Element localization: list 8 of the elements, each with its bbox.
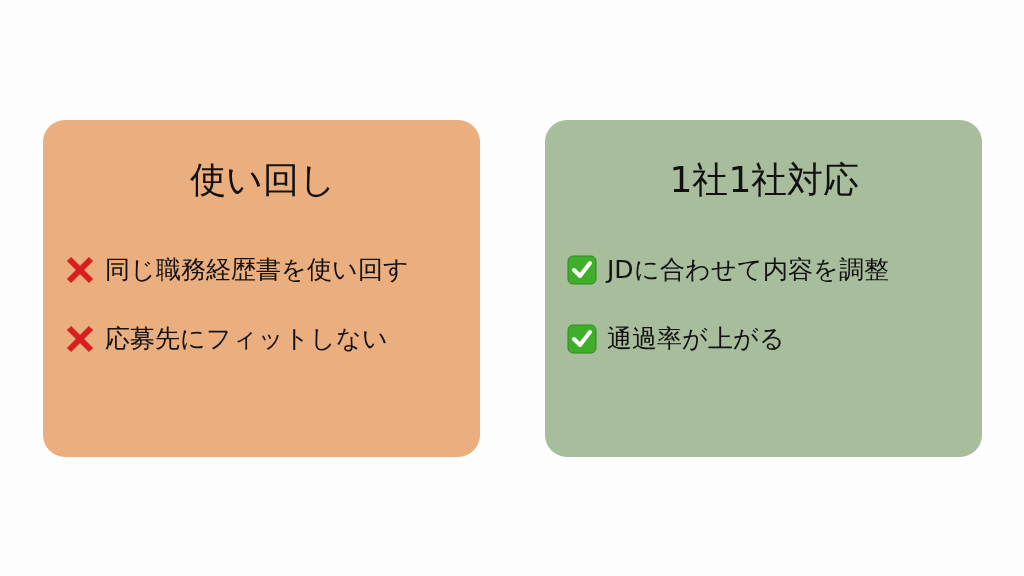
list-item-text: 応募先にフィットしない xyxy=(105,323,388,355)
card-heading: 使い回し xyxy=(188,158,337,202)
card xyxy=(545,120,982,457)
list-item-text: JDに合わせて内容を調整 xyxy=(607,254,889,286)
card-heading: 1社1社対応 xyxy=(668,158,861,202)
list-item-text: 通過率が上がる xyxy=(607,323,785,355)
list-item-text: 同じ職務経歴書を使い回す xyxy=(105,254,409,286)
card xyxy=(43,120,480,457)
